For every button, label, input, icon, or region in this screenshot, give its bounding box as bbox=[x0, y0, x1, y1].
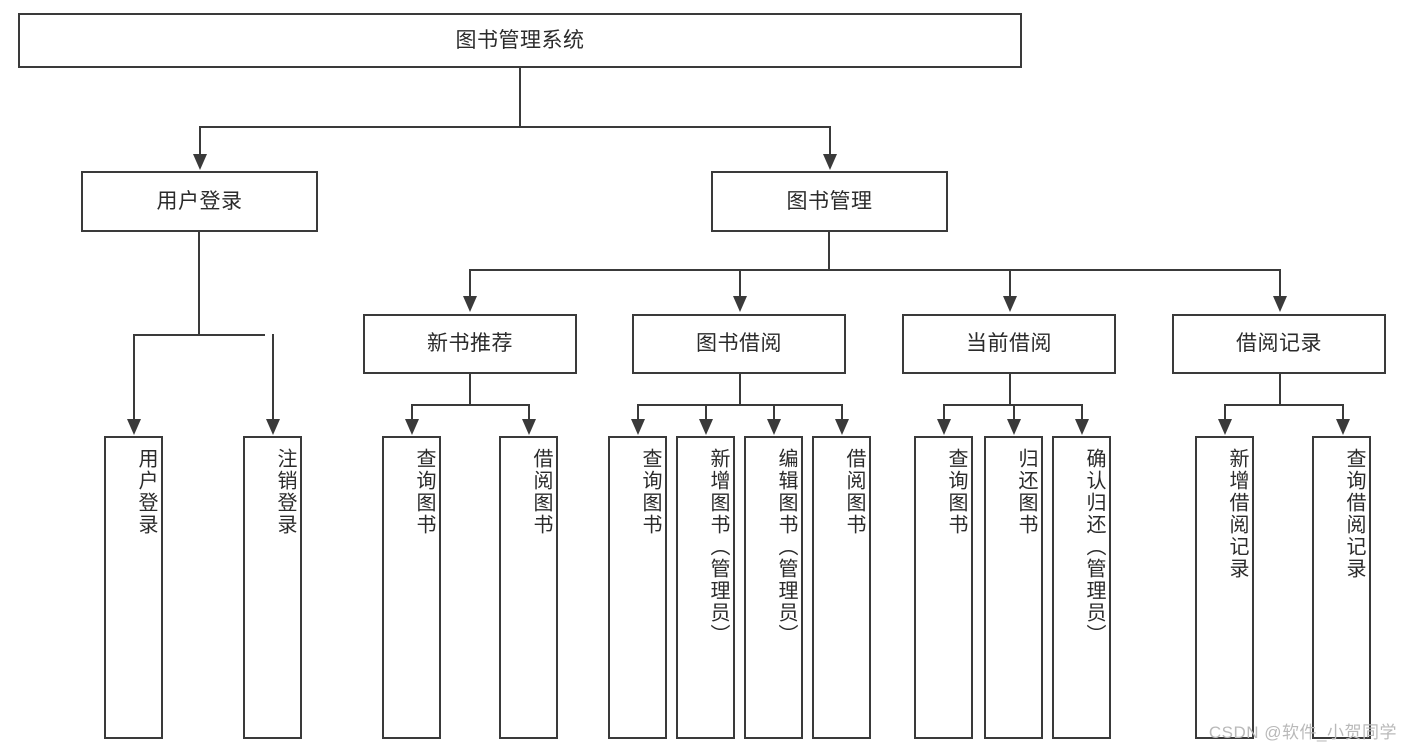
connector-level3-drop-2 bbox=[1009, 269, 1011, 297]
leaf-new-book-1[interactable]: 借阅图书 bbox=[499, 436, 558, 739]
connector-currentborrow-drop-1 bbox=[1013, 404, 1015, 420]
connector-newbook-stem bbox=[469, 374, 471, 406]
node-borrow-record[interactable]: 借阅记录 bbox=[1172, 314, 1386, 374]
leaf-book-borrow-0[interactable]: 查询图书 bbox=[608, 436, 667, 739]
connector-userlogin-stem bbox=[198, 232, 200, 336]
arrowhead-currentborrow-1 bbox=[1007, 419, 1021, 435]
leaf-user-login-1[interactable]: 注销登录 bbox=[243, 436, 302, 739]
connector-borrowrecord-stem bbox=[1279, 374, 1281, 406]
leaf-label: 查询图书 bbox=[639, 448, 661, 536]
connector-bookmanage-stem bbox=[828, 232, 830, 271]
leaf-borrow-record-0[interactable]: 新增借阅记录 bbox=[1195, 436, 1254, 739]
arrowhead-bookborrow-0 bbox=[631, 419, 645, 435]
leaf-user-login-0[interactable]: 用户登录 bbox=[104, 436, 163, 739]
arrowhead-userlogin-0 bbox=[127, 419, 141, 435]
leaf-label: 编辑图书（管理员） bbox=[775, 448, 797, 646]
node-root[interactable]: 图书管理系统 bbox=[18, 13, 1022, 68]
arrowhead-bookborrow-2 bbox=[767, 419, 781, 435]
connector-currentborrow-drop-2 bbox=[1081, 404, 1083, 420]
connector-borrowrecord-drop-0 bbox=[1224, 404, 1226, 420]
arrowhead-level3-2 bbox=[1003, 296, 1017, 312]
connector-level3-drop-0 bbox=[469, 269, 471, 297]
connector-level3-drop-3 bbox=[1279, 269, 1281, 297]
connector-borrowrecord-bus bbox=[1224, 404, 1342, 406]
connector-currentborrow-drop-0 bbox=[943, 404, 945, 420]
arrowhead-userlogin-1 bbox=[266, 419, 280, 435]
connector-currentborrow-stem bbox=[1009, 374, 1011, 406]
arrowhead-level3-1 bbox=[733, 296, 747, 312]
leaf-current-borrow-0[interactable]: 查询图书 bbox=[914, 436, 973, 739]
leaf-book-borrow-1[interactable]: 新增图书（管理员） bbox=[676, 436, 735, 739]
leaf-label: 查询图书 bbox=[413, 448, 435, 536]
node-root-label: 图书管理系统 bbox=[455, 28, 585, 52]
connector-level1-drop-0 bbox=[199, 126, 201, 155]
arrowhead-bookborrow-3 bbox=[835, 419, 849, 435]
node-book-manage[interactable]: 图书管理 bbox=[711, 171, 948, 232]
leaf-current-borrow-2[interactable]: 确认归还（管理员） bbox=[1052, 436, 1111, 739]
arrowhead-level1-1 bbox=[823, 154, 837, 170]
connector-bookborrow-stem bbox=[739, 374, 741, 406]
leaf-new-book-0[interactable]: 查询图书 bbox=[382, 436, 441, 739]
connector-userlogin-drop-0 bbox=[133, 334, 135, 420]
node-book-manage-label: 图书管理 bbox=[786, 189, 873, 213]
connector-bookborrow-drop-0 bbox=[637, 404, 639, 420]
arrowhead-currentborrow-2 bbox=[1075, 419, 1089, 435]
connector-level3-drop-1 bbox=[739, 269, 741, 297]
node-new-book-recommend-label: 新书推荐 bbox=[427, 332, 513, 356]
connector-bookborrow-drop-3 bbox=[841, 404, 843, 420]
arrowhead-bookborrow-1 bbox=[699, 419, 713, 435]
node-book-borrow[interactable]: 图书借阅 bbox=[632, 314, 846, 374]
leaf-label: 借阅图书 bbox=[843, 448, 865, 536]
connector-bookborrow-drop-2 bbox=[773, 404, 775, 420]
arrowhead-currentborrow-0 bbox=[937, 419, 951, 435]
leaf-label: 借阅图书 bbox=[530, 448, 552, 536]
connector-userlogin-drop-1 bbox=[272, 334, 274, 420]
arrowhead-borrowrecord-0 bbox=[1218, 419, 1232, 435]
node-new-book-recommend[interactable]: 新书推荐 bbox=[363, 314, 577, 374]
connector-bookborrow-bus bbox=[637, 404, 842, 406]
connector-userlogin-bus bbox=[133, 334, 265, 336]
connector-level1-drop-1 bbox=[829, 126, 831, 155]
arrowhead-newbook-1 bbox=[522, 419, 536, 435]
arrowhead-borrowrecord-1 bbox=[1336, 419, 1350, 435]
arrowhead-level3-0 bbox=[463, 296, 477, 312]
leaf-book-borrow-3[interactable]: 借阅图书 bbox=[812, 436, 871, 739]
connector-newbook-bus bbox=[411, 404, 528, 406]
leaf-label: 查询图书 bbox=[945, 448, 967, 536]
leaf-current-borrow-1[interactable]: 归还图书 bbox=[984, 436, 1043, 739]
node-current-borrow-label: 当前借阅 bbox=[966, 332, 1052, 356]
leaf-label: 用户登录 bbox=[135, 448, 157, 536]
node-user-login[interactable]: 用户登录 bbox=[81, 171, 318, 232]
leaf-label: 归还图书 bbox=[1015, 448, 1037, 536]
node-current-borrow[interactable]: 当前借阅 bbox=[902, 314, 1116, 374]
leaf-label: 新增图书（管理员） bbox=[707, 448, 729, 646]
connector-borrowrecord-drop-1 bbox=[1342, 404, 1344, 420]
connector-level1-bus bbox=[199, 126, 831, 128]
leaf-label: 注销登录 bbox=[274, 448, 296, 536]
arrowhead-newbook-0 bbox=[405, 419, 419, 435]
node-book-borrow-label: 图书借阅 bbox=[696, 332, 782, 356]
leaf-borrow-record-1[interactable]: 查询借阅记录 bbox=[1312, 436, 1371, 739]
leaf-book-borrow-2[interactable]: 编辑图书（管理员） bbox=[744, 436, 803, 739]
arrowhead-level1-0 bbox=[193, 154, 207, 170]
node-borrow-record-label: 借阅记录 bbox=[1236, 332, 1322, 356]
connector-level3-bus bbox=[469, 269, 1280, 271]
connector-newbook-drop-0 bbox=[411, 404, 413, 420]
leaf-label: 新增借阅记录 bbox=[1226, 448, 1248, 580]
connector-root-stem bbox=[519, 68, 521, 127]
connector-newbook-drop-1 bbox=[528, 404, 530, 420]
leaf-label: 查询借阅记录 bbox=[1343, 448, 1365, 580]
connector-currentborrow-bus bbox=[943, 404, 1081, 406]
arrowhead-level3-3 bbox=[1273, 296, 1287, 312]
connector-bookborrow-drop-1 bbox=[705, 404, 707, 420]
leaf-label: 确认归还（管理员） bbox=[1083, 448, 1105, 646]
node-user-login-label: 用户登录 bbox=[156, 189, 243, 213]
